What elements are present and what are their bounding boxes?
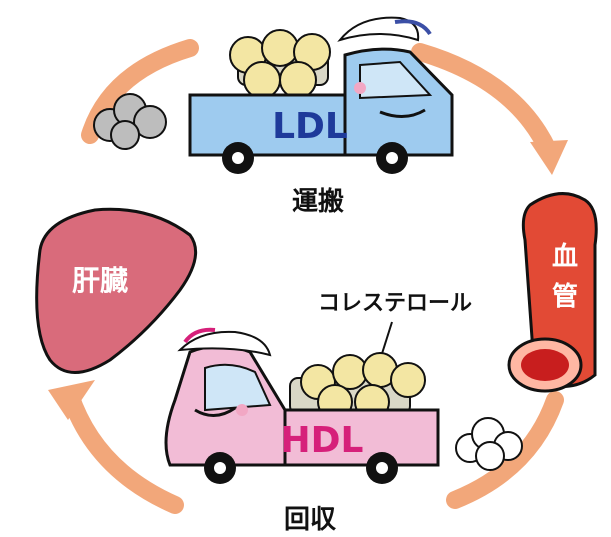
arrow-bottom-left (61, 386, 184, 514)
arrow-top-right (411, 43, 557, 159)
exhaust-smoke-top (93, 93, 167, 150)
transport-label: 運搬 (292, 186, 344, 217)
ldl-truck: LDL (188, 16, 454, 174)
ldl-cholesterol-balls (229, 29, 331, 99)
hdl-cap (177, 330, 272, 357)
recovery-label: 回収 (284, 505, 337, 535)
liver: 肝臓 (35, 207, 198, 374)
hdl-label: HDL (281, 420, 364, 461)
arrow-bottom-right (446, 391, 564, 509)
arrowhead-left (48, 380, 95, 420)
hdl-truck: HDL (164, 327, 440, 484)
arrowhead-right (530, 140, 568, 175)
liver-label: 肝臓 (72, 264, 128, 297)
exhaust-smoke-bottom (455, 417, 523, 471)
arrow-heads (48, 140, 568, 420)
cholesterol-label: コレステロール (318, 291, 472, 316)
ldl-label: LDL (272, 106, 348, 147)
blood-vessel-label-2: 管 (552, 282, 578, 312)
blood-vessel: 血 管 (507, 192, 598, 393)
blood-vessel-label-1: 血 (552, 242, 578, 272)
